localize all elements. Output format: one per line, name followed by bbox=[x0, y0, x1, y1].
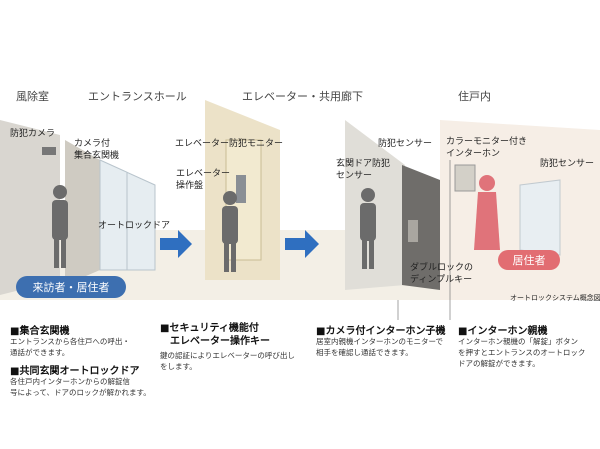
note-4-text: 居室内親機インターホンのモニターで 相手を確認し通話できます。 bbox=[316, 337, 444, 357]
corridor-figure bbox=[360, 188, 376, 269]
label-crime-sensor-1: 防犯センサー bbox=[378, 139, 433, 149]
zone-dwelling: 住戸内 bbox=[458, 90, 491, 103]
note-1-text: エントランスから各住戸への呼出・ 通話ができます。 bbox=[10, 337, 130, 357]
resident-badge: 居住者 bbox=[498, 250, 560, 270]
arrow-1 bbox=[160, 230, 192, 258]
band-2-label: 2次セキュリティ bbox=[246, 53, 330, 66]
visitor-figure bbox=[52, 185, 68, 268]
note-3-head: ■セキュリティ機能付 エレベーター操作キー bbox=[160, 323, 270, 347]
zone-elevator-corridor: エレベーター・共用廊下 bbox=[242, 90, 363, 103]
arrow-2 bbox=[285, 230, 319, 258]
label-crime-camera: 防犯カメラ bbox=[10, 129, 56, 139]
band-2: 2次セキュリティ bbox=[208, 47, 368, 71]
band-3: 3次セキュリティ bbox=[368, 47, 580, 71]
label-entrance-panel: カメラ付 集合玄関機 bbox=[74, 139, 120, 161]
band-1-label: 1次セキュリティ bbox=[96, 53, 180, 66]
label-crime-sensor-2: 防犯センサー bbox=[540, 159, 595, 169]
band-1: 1次セキュリティ bbox=[68, 47, 208, 71]
note-3-text: 鍵の認証によりエレベーターの呼び出し をします。 bbox=[160, 351, 295, 371]
band-3-label: 3次セキュリティ bbox=[432, 53, 516, 66]
label-color-monitor: カラーモニター付き インターホン bbox=[446, 137, 528, 159]
note-4-head: ■カメラ付インターホン子機 bbox=[316, 326, 446, 337]
note-1-head: ■集合玄関機 bbox=[10, 326, 70, 337]
label-autolock-door: オートロックドア bbox=[98, 221, 171, 231]
note-5-head: ■インターホン親機 bbox=[458, 326, 548, 337]
zone-entrance-hall: エントランスホール bbox=[88, 90, 187, 103]
note-2-head: ■共同玄関オートロックドア bbox=[10, 366, 140, 377]
label-entry-sensor: 玄関ドア防犯 センサー bbox=[336, 159, 391, 181]
resident-badge-label: 居住者 bbox=[512, 254, 546, 267]
elevator-figure bbox=[222, 191, 238, 272]
note-5-text: インターホン親機の「解錠」ボタン を押すとエントランスのオートロック ドアの解錠… bbox=[458, 337, 586, 368]
visitor-badge-label: 来訪者・居住者 bbox=[32, 281, 110, 294]
resident-figure bbox=[474, 175, 500, 250]
label-elevator-panel: エレベーター 操作盤 bbox=[176, 169, 231, 191]
visitor-badge: 来訪者・居住者 bbox=[16, 276, 126, 298]
label-system-caption: オートロックシステム概念図 bbox=[510, 294, 600, 302]
label-double-lock: ダブルロックの ディンプルキー bbox=[410, 263, 474, 285]
note-2-text: 各住戸内インターホンからの解錠信 号によって、ドアのロックが解かれます。 bbox=[10, 377, 151, 397]
label-elevator-monitor: エレベーター防犯モニター bbox=[175, 139, 284, 149]
zone-windroom: 風除室 bbox=[16, 90, 49, 103]
